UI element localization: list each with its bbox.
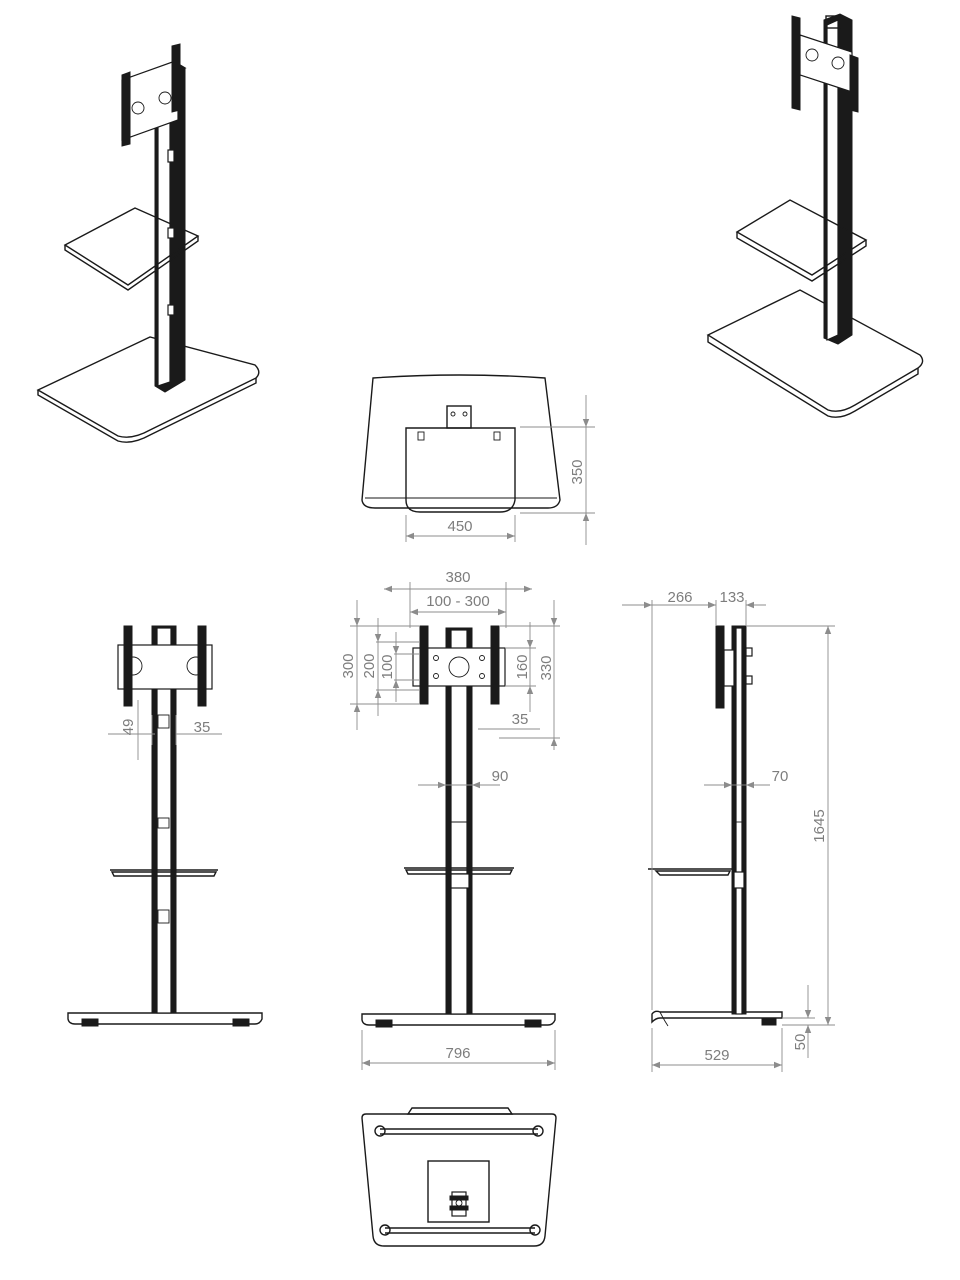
dim-side-depth: 133 (719, 589, 744, 606)
isometric-view-right (706, 13, 924, 418)
dim-shelf-width: 450 (447, 518, 472, 535)
dim-bracket-gap: 35 (512, 711, 529, 728)
isometric-view-left (36, 43, 260, 443)
dim-side-offset: 266 (667, 589, 692, 606)
dim-base-depth: 529 (704, 1047, 729, 1064)
front-view-left: 49 35 (67, 625, 263, 1027)
side-view-right: 266 133 70 1645 50 529 (622, 589, 835, 1072)
dim-base-width: 796 (445, 1045, 470, 1062)
dim-vesa-horizontal: 100 - 300 (426, 593, 489, 610)
dim-column-width: 90 (492, 768, 509, 785)
dim-total-height: 1645 (811, 809, 828, 842)
dim-foot-height: 50 (792, 1034, 809, 1051)
front-view-center: 380 100 - 300 300 200 100 330 160 (340, 569, 560, 1070)
top-view-shelf: 450 350 (361, 374, 595, 545)
bottom-view-base (361, 1107, 557, 1247)
dim-vesa-200: 200 (361, 653, 378, 678)
dim-left-gap: 35 (194, 719, 211, 736)
dim-bracket-height: 300 (340, 653, 357, 678)
dim-shelf-depth: 350 (569, 459, 586, 484)
dim-side-column: 70 (772, 768, 789, 785)
dim-bracket-inner-height: 160 (514, 654, 531, 679)
dim-bracket-outer-width: 380 (445, 569, 470, 586)
dim-bracket-total-height: 330 (538, 655, 555, 680)
dim-left-offset: 49 (120, 719, 137, 736)
dim-vesa-100: 100 (379, 654, 396, 679)
